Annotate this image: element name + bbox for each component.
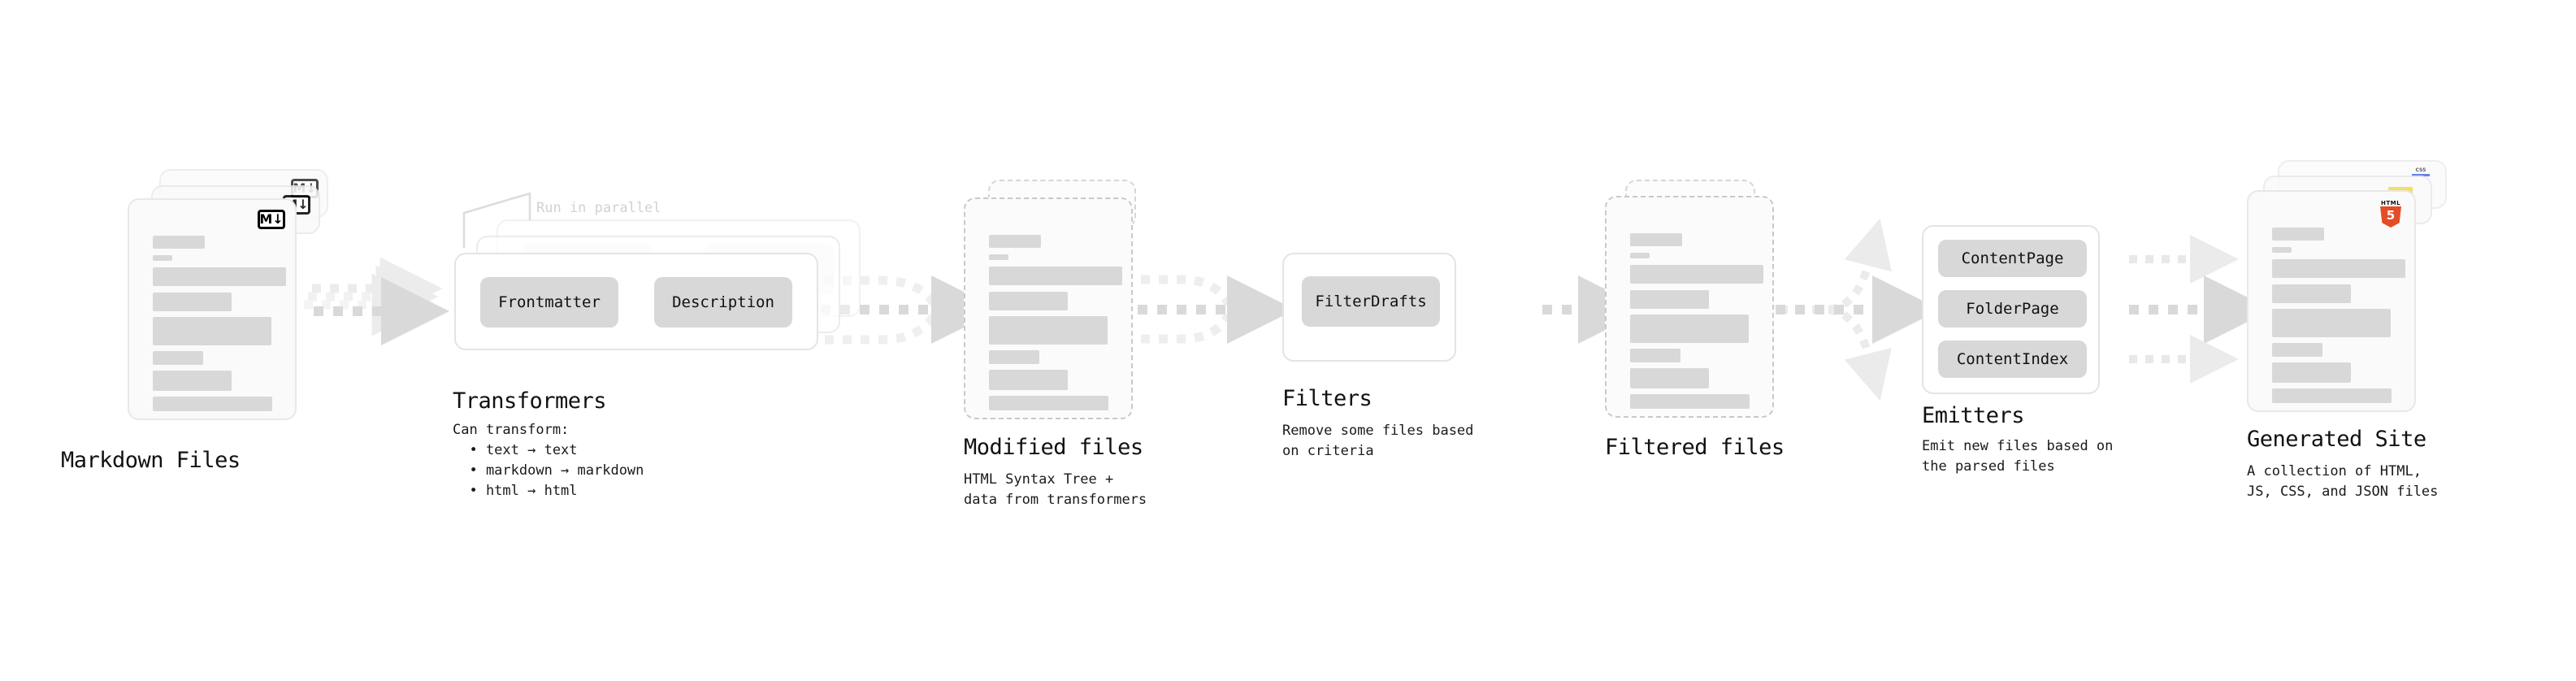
stage-title-transformers: Transformers bbox=[453, 388, 607, 414]
content-bar bbox=[153, 397, 272, 411]
connector-modified-to-filters bbox=[1138, 275, 1295, 344]
content-bar bbox=[153, 255, 172, 261]
emitters-container: ContentPage FolderPage ContentIndex bbox=[1922, 225, 2100, 394]
content-bar bbox=[153, 317, 271, 345]
content-bar bbox=[2272, 259, 2405, 278]
content-bar bbox=[153, 351, 203, 365]
transformer-item-description[interactable]: Description bbox=[654, 277, 792, 327]
filters-container: FilterDrafts bbox=[1282, 253, 1456, 362]
stage-title-filters: Filters bbox=[1282, 386, 1373, 411]
css3-logo-icon: CSS bbox=[2411, 168, 2431, 177]
css3-logo-text: CSS bbox=[2415, 167, 2426, 173]
markdown-card-front: M↓ bbox=[128, 198, 297, 420]
modified-card-front bbox=[964, 197, 1133, 419]
emitter-item-folderpage[interactable]: FolderPage bbox=[1938, 290, 2087, 327]
content-bar bbox=[2272, 362, 2351, 383]
stage-title-emitters: Emitters bbox=[1922, 403, 2025, 428]
stage-subtitle-generated-site: A collection of HTML, JS, CSS, and JSON … bbox=[2247, 463, 2439, 500]
content-bar bbox=[2272, 247, 2292, 253]
content-bar bbox=[1630, 253, 1650, 258]
run-in-parallel-note: Run in parallel bbox=[536, 200, 661, 216]
content-bar bbox=[1630, 349, 1680, 362]
content-bar bbox=[989, 292, 1068, 310]
filter-item-filterdrafts[interactable]: FilterDrafts bbox=[1302, 276, 1440, 327]
stage-subtitle-filters: Remove some files based on criteria bbox=[1282, 423, 1474, 459]
content-bar bbox=[1630, 368, 1709, 388]
content-bar bbox=[1630, 394, 1750, 409]
html5-logo-icon: HTML 5 bbox=[2379, 200, 2403, 228]
content-bar bbox=[989, 396, 1108, 410]
html5-logo-text: HTML bbox=[2380, 200, 2401, 206]
stage-subtitle-modified-files: HTML Syntax Tree + data from transformer… bbox=[964, 471, 1147, 508]
markdown-logo-icon: M↓ bbox=[258, 210, 285, 229]
content-bar bbox=[2272, 309, 2391, 337]
stage-subtitle-transformers: Can transform: • text → text • markdown … bbox=[453, 422, 644, 499]
transformer-item-frontmatter[interactable]: Frontmatter bbox=[480, 277, 618, 327]
filtered-card-front bbox=[1605, 196, 1774, 418]
content-bar bbox=[1630, 233, 1682, 246]
connector-filtered-to-emitters bbox=[1776, 218, 1941, 401]
content-bar bbox=[989, 267, 1122, 285]
stage-title-modified-files: Modified files bbox=[964, 435, 1143, 460]
stage-subtitle-emitters: Emit new files based on the parsed files bbox=[1922, 438, 2114, 475]
content-bar bbox=[989, 254, 1008, 260]
content-bar bbox=[1630, 265, 1763, 284]
content-bar bbox=[989, 370, 1068, 390]
html5-logo-shield: 5 bbox=[2380, 206, 2401, 228]
stage-title-markdown-files: Markdown Files bbox=[61, 448, 241, 473]
css3-logo-bar bbox=[2412, 174, 2430, 176]
transformer-container-front: Frontmatter Description bbox=[454, 253, 818, 350]
content-bar bbox=[153, 267, 286, 286]
connector-markdown-to-transformers bbox=[304, 257, 449, 345]
content-bar bbox=[2272, 228, 2324, 241]
content-bar bbox=[2272, 284, 2351, 303]
stage-title-filtered-files: Filtered files bbox=[1605, 435, 1785, 460]
emitter-item-contentpage[interactable]: ContentPage bbox=[1938, 240, 2087, 277]
content-bar bbox=[153, 371, 232, 391]
content-bar bbox=[2272, 343, 2322, 357]
site-card-front: HTML 5 bbox=[2247, 190, 2416, 412]
content-bar bbox=[153, 236, 205, 249]
content-bar bbox=[989, 235, 1041, 248]
content-bar bbox=[989, 350, 1039, 364]
content-bar bbox=[1630, 314, 1749, 343]
content-bar bbox=[1630, 290, 1709, 309]
emitter-item-contentindex[interactable]: ContentIndex bbox=[1938, 340, 2087, 378]
stage-title-generated-site: Generated Site bbox=[2247, 427, 2426, 452]
content-bar bbox=[989, 316, 1108, 345]
content-bar bbox=[153, 293, 232, 311]
connector-emitters-to-site bbox=[2129, 235, 2272, 384]
content-bar bbox=[2272, 388, 2392, 403]
